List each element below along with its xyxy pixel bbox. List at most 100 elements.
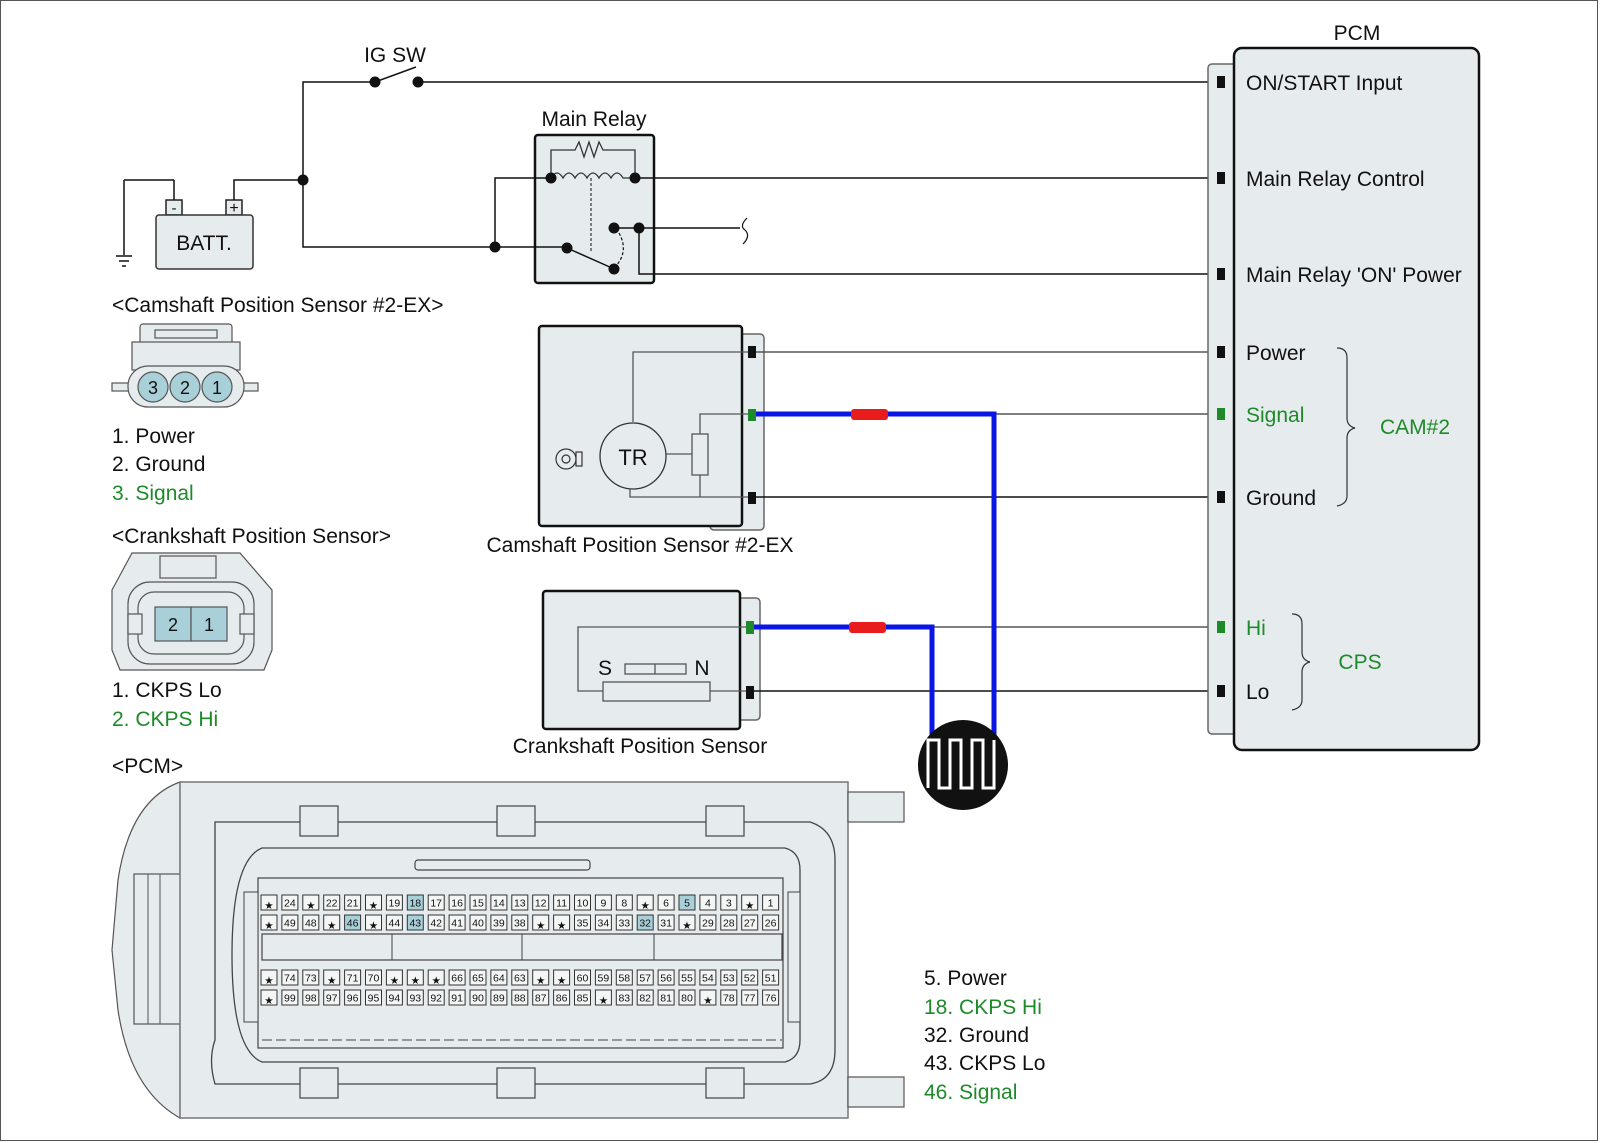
star-icon: ★	[369, 920, 379, 932]
pcm-pin	[699, 894, 717, 911]
pcm-pin-number: 6	[663, 898, 669, 910]
pcm-terminal-label: Hi	[1246, 617, 1266, 640]
pcm-pin-number: 12	[535, 898, 547, 910]
pcm-pin	[741, 969, 759, 986]
pcm-pin	[490, 894, 508, 911]
oscilloscope-probe-wires	[754, 409, 997, 735]
cam-pin-2: 2	[180, 378, 190, 398]
star-icon: ★	[264, 920, 274, 932]
pcm-pin	[448, 989, 466, 1006]
pcm-pin	[741, 914, 759, 931]
cam2-group-bracket: CAM#2	[1336, 347, 1450, 507]
pcm-pin	[302, 969, 320, 986]
pcm-pin-number: 70	[368, 973, 380, 985]
pcm-pin	[302, 989, 320, 1006]
pcm-pin	[678, 894, 696, 911]
pcm-pin	[490, 914, 508, 931]
crank-legend-1: 1. CKPS Lo	[112, 679, 222, 702]
battery: - + BATT.	[155, 199, 254, 270]
pcm-pin-number: 76	[765, 993, 777, 1005]
pcm-terminal-pin	[1217, 346, 1225, 358]
pcm-pin-unused	[260, 969, 278, 986]
star-icon: ★	[264, 975, 274, 987]
probe-clip-crank	[849, 622, 886, 633]
pcm-connector-title: <PCM>	[112, 755, 183, 778]
cam-legend-2: 2. Ground	[112, 453, 205, 476]
ground-symbol	[116, 179, 175, 267]
pcm-pin-number: 26	[765, 918, 777, 930]
cam2-group-label: CAM#2	[1380, 416, 1450, 439]
pcm-pin-unused	[594, 989, 612, 1006]
pcm-pin	[657, 989, 675, 1006]
pcm-pin-number: 14	[493, 898, 505, 910]
pcm-terminal-pin	[1217, 621, 1225, 633]
battery-neg-terminal: -	[172, 200, 177, 217]
pcm-pin-number: 57	[639, 973, 651, 985]
pcm-pin-number: 1	[768, 898, 774, 910]
ignition-switch: IG SW	[364, 44, 426, 88]
pcm-pin-number: 81	[660, 993, 672, 1005]
pcm-pin-number: 34	[598, 918, 610, 930]
ig-switch-label: IG SW	[364, 44, 426, 67]
star-icon: ★	[390, 975, 400, 987]
pcm-pin-number: 15	[472, 898, 484, 910]
pcm-pin	[636, 969, 654, 986]
pcm-pin-number: 13	[514, 898, 526, 910]
star-icon: ★	[264, 995, 274, 1007]
pcm-pin-unused	[553, 914, 571, 931]
pcm-pin	[720, 969, 738, 986]
pcm-terminal-pin	[1217, 76, 1225, 88]
pcm-pin	[553, 989, 571, 1006]
pcm-pin-number: 63	[514, 973, 526, 985]
pcm-pin	[448, 894, 466, 911]
pcm-pin	[427, 894, 445, 911]
star-icon: ★	[369, 900, 379, 912]
pcm-pin	[574, 914, 591, 931]
pcm-pin-number: 49	[284, 918, 296, 930]
pcm-pin	[511, 894, 529, 911]
pcm-pin-number: 98	[305, 993, 317, 1005]
pcm-pin-number: 19	[389, 898, 401, 910]
pcm-pin-number: 94	[389, 993, 401, 1005]
pcm-pin-number: 87	[535, 993, 547, 1005]
pcm-pin	[615, 969, 633, 986]
battery-label: BATT.	[176, 232, 232, 255]
pcm-pin	[490, 989, 508, 1006]
star-icon: ★	[536, 920, 546, 932]
pcm-pin-number: 44	[389, 918, 401, 930]
pcm-pin-number: 71	[347, 973, 359, 985]
pcm-terminal-label: ON/START Input	[1246, 72, 1403, 95]
pcm-pin-number: 3	[726, 898, 732, 910]
pcm-pin-number: 97	[326, 993, 338, 1005]
pcm-pin	[657, 969, 675, 986]
pcm-pin	[615, 914, 633, 931]
pcm-pin	[469, 989, 487, 1006]
pcm-pin	[385, 914, 403, 931]
pcm-pin-number: 33	[618, 918, 630, 930]
crank-sensor-label: Crankshaft Position Sensor	[513, 735, 767, 758]
pcm-pin-number: 24	[284, 898, 296, 910]
crank-pin-2: 2	[168, 615, 178, 635]
pcm-terminal-label: Lo	[1246, 681, 1269, 704]
pcm-pin	[323, 894, 341, 911]
star-icon: ★	[411, 975, 421, 987]
pcm-terminal-pin	[1217, 172, 1225, 184]
pcm-pin	[344, 989, 362, 1006]
pcm-pin-number: 40	[472, 918, 484, 930]
crank-connector-face: 2 1	[111, 552, 273, 671]
pcm-pin-number: 77	[744, 993, 756, 1005]
pcm-pin	[532, 894, 550, 911]
pcm-pin-number: 85	[577, 993, 589, 1005]
pcm-pin-number: 92	[430, 993, 442, 1005]
main-relay: Main Relay	[533, 108, 656, 285]
pcm-pin-number: 42	[430, 918, 442, 930]
pcm-pin	[281, 969, 299, 986]
crankshaft-sensor-block: S N	[541, 589, 761, 731]
pcm-pin	[344, 894, 362, 911]
main-relay-label: Main Relay	[541, 108, 647, 131]
crank-pin-1: 1	[204, 615, 214, 635]
star-icon: ★	[431, 975, 441, 987]
pcm-pin-number: 35	[577, 918, 589, 930]
pcm-pin-unused	[365, 914, 382, 931]
pcm-pin-number: 74	[284, 973, 296, 985]
